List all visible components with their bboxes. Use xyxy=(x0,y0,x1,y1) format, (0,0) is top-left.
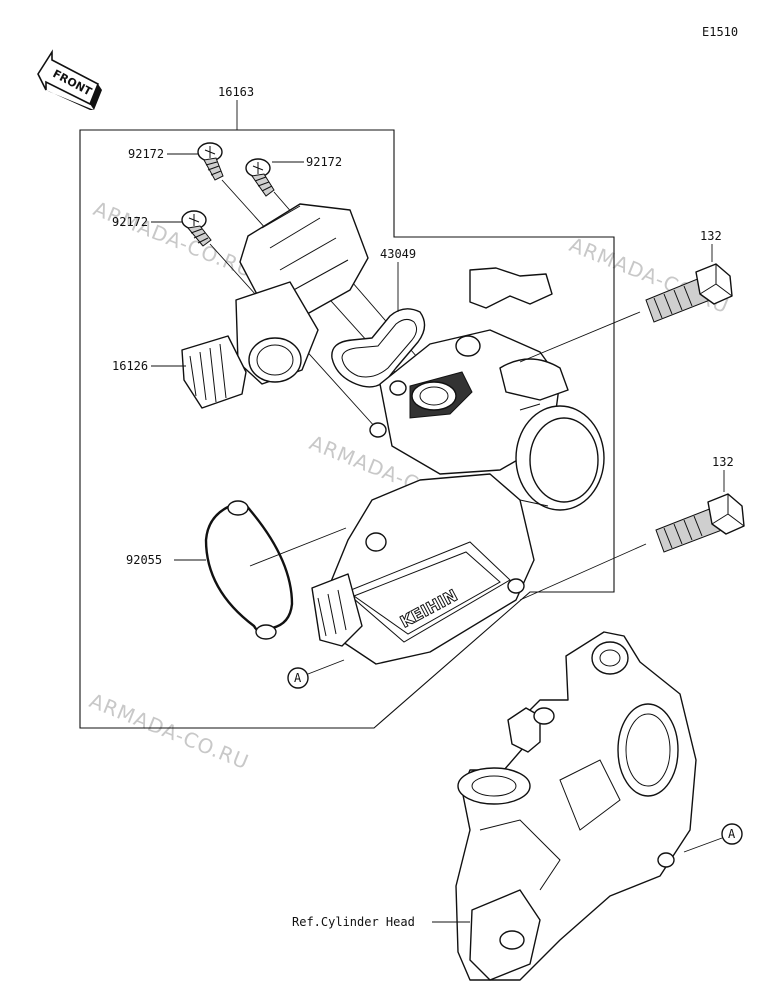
screw-92172-b xyxy=(245,158,275,197)
throttle-body xyxy=(369,267,605,511)
assembly-frame xyxy=(79,100,615,729)
screw-92172-c xyxy=(181,210,212,247)
callout-a-left: A xyxy=(287,659,345,689)
bolt-132-lower xyxy=(655,493,745,553)
cylinder-head-intake xyxy=(455,631,697,981)
bolt-132-upper xyxy=(645,263,733,323)
label-92172-b: 92172 xyxy=(306,155,342,169)
diagram-code: E1510 xyxy=(702,25,738,39)
label-92055: 92055 xyxy=(126,553,162,567)
gasket-43049 xyxy=(331,308,426,388)
label-132-upper: 132 xyxy=(700,229,722,243)
sensor-16126 xyxy=(181,203,369,409)
watermark-4: ARMADA-CO.RU xyxy=(86,688,252,774)
screw-92172-a xyxy=(197,142,224,181)
gasket-92055 xyxy=(204,500,294,640)
callout-a-right-label: A xyxy=(728,827,736,841)
callout-a-right: A xyxy=(683,823,743,853)
ref-cylinder-head-label: Ref.Cylinder Head xyxy=(292,915,415,929)
label-16163: 16163 xyxy=(218,85,254,99)
watermark-1: ARMADA-CO.RU xyxy=(90,196,256,282)
throttle-sensor-body: KEIHIN xyxy=(311,473,535,665)
label-132-lower: 132 xyxy=(712,455,734,469)
label-92172-c: 92172 xyxy=(112,215,148,229)
label-43049: 43049 xyxy=(380,247,416,261)
label-16126: 16126 xyxy=(112,359,148,373)
front-arrow-icon: FRONT xyxy=(37,49,102,110)
callout-a-left-label: A xyxy=(294,671,302,685)
label-92172-a: 92172 xyxy=(128,147,164,161)
